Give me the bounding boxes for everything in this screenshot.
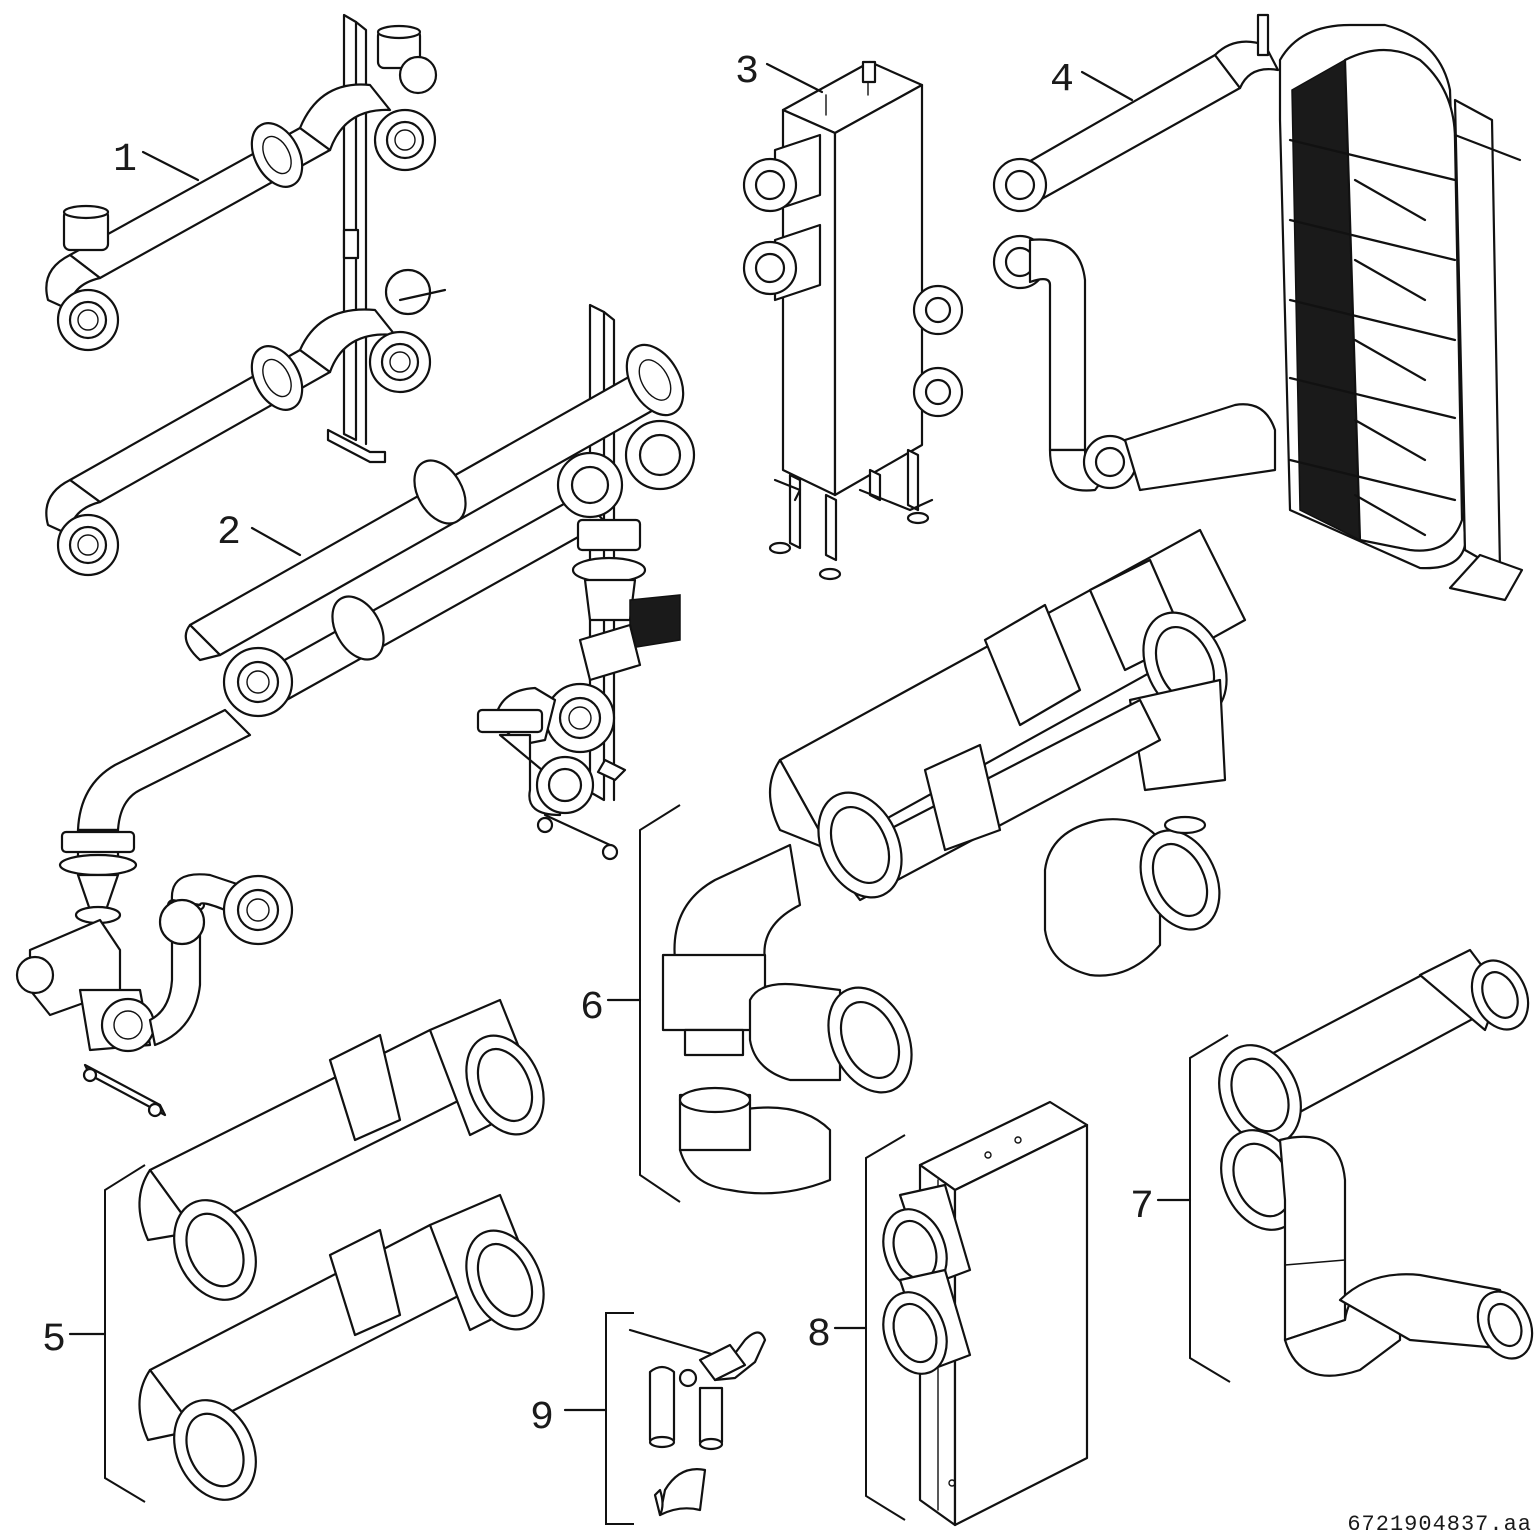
callout-1: 1 <box>113 138 137 183</box>
separator-insulation-8 <box>833 1100 1089 1527</box>
callout-5: 5 <box>42 1318 66 1363</box>
heat-exchanger-insulation-7 <box>1156 948 1534 1383</box>
pipe-assembly-1 <box>45 13 447 577</box>
callout-4: 4 <box>1050 58 1074 103</box>
callout-labels: 1 2 3 4 5 6 7 8 9 <box>42 50 1154 1441</box>
callout-3: 3 <box>735 50 759 95</box>
pipe-insulation-set-6 <box>606 528 1247 1203</box>
callout-9: 9 <box>530 1396 554 1441</box>
pipe-insulation-set-5 <box>68 998 545 1503</box>
pipe-assembly-2 <box>15 303 696 1118</box>
callout-7: 7 <box>1130 1185 1154 1230</box>
plate-heat-exchanger-4 <box>992 13 1524 602</box>
accessories-kit-9 <box>563 1312 767 1525</box>
callout-8: 8 <box>807 1313 831 1358</box>
callout-2: 2 <box>217 511 241 556</box>
hydraulic-separator-3 <box>742 60 964 581</box>
callout-6: 6 <box>580 986 604 1031</box>
document-id: 6721904837.aa <box>1347 1512 1532 1536</box>
